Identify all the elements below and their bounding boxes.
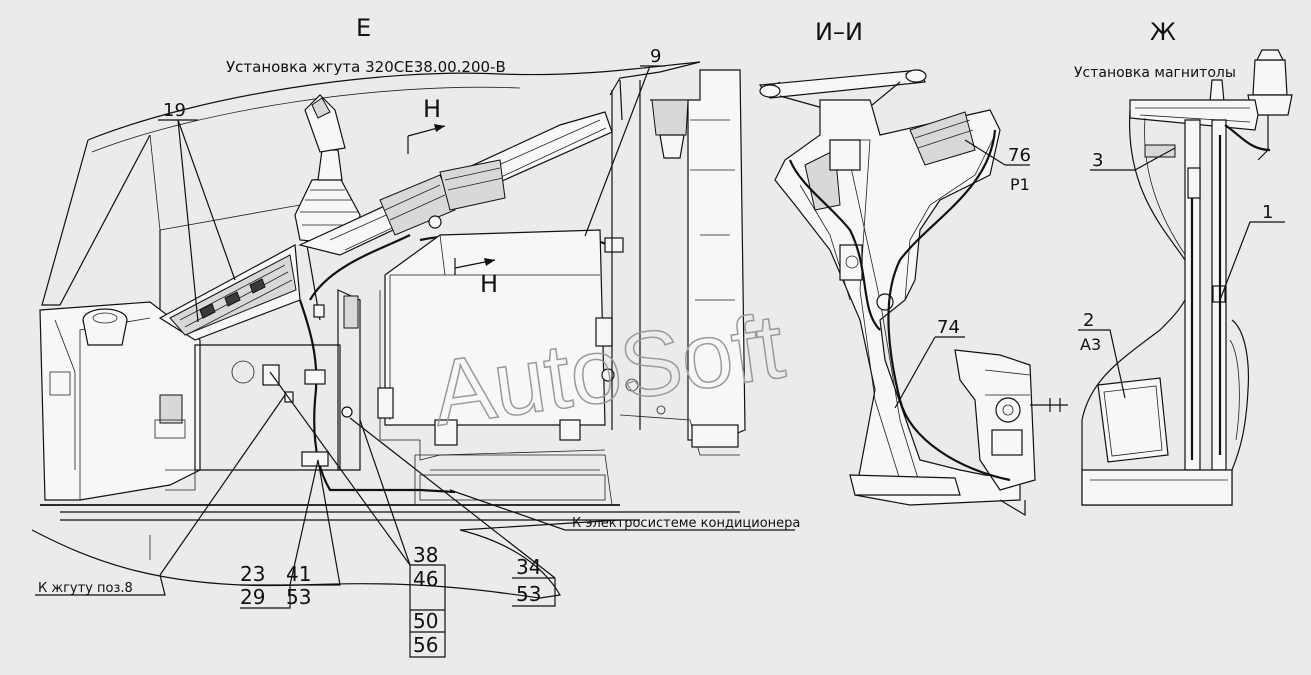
- pos-56: 56: [413, 633, 438, 657]
- pos-3: 3: [1092, 150, 1103, 171]
- pos-19: 19: [163, 100, 186, 121]
- pos-50: 50: [413, 609, 438, 633]
- pos-53-left: 53: [286, 585, 311, 609]
- pos-2: 2: [1083, 310, 1094, 331]
- note-conditioner: К электросистеме кондиционера: [572, 516, 800, 531]
- section-mark-lower: Н: [480, 270, 498, 298]
- radio-unit: [1097, 377, 1169, 463]
- pos-34: 34: [516, 555, 541, 579]
- note-harness8: К жгуту поз.8: [38, 581, 133, 596]
- pos-74: 74: [937, 317, 960, 338]
- view-e-subtitle: Установка жгута 320CE38.00.200-В: [226, 58, 506, 76]
- pos-9: 9: [650, 46, 661, 67]
- pos-23: 23: [240, 562, 265, 586]
- pos-1: 1: [1262, 202, 1273, 223]
- view-e-title: Е: [356, 14, 371, 42]
- pos-46: 46: [413, 567, 438, 591]
- section-arrow-upper: [407, 124, 446, 154]
- view-zh-subtitle: Установка магнитолы: [1074, 65, 1236, 81]
- control-module-19: [169, 254, 297, 336]
- section-arrow-lower: [454, 258, 496, 275]
- view-ii-title: И–И: [815, 18, 863, 46]
- view-ii-drawing: [758, 69, 1068, 517]
- pos-p1: Р1: [1010, 175, 1030, 194]
- view-e-drawing: [31, 61, 795, 658]
- view-zh-drawing: [1078, 49, 1293, 506]
- pos-a3: А3: [1080, 335, 1101, 354]
- pos-41: 41: [286, 562, 311, 586]
- pos-29: 29: [240, 585, 265, 609]
- pos-38: 38: [413, 543, 438, 567]
- pos-76: 76: [1008, 145, 1031, 166]
- view-zh-title: Ж: [1150, 18, 1176, 46]
- section-mark-upper: Н: [423, 95, 441, 123]
- pos-53-right: 53: [516, 582, 541, 606]
